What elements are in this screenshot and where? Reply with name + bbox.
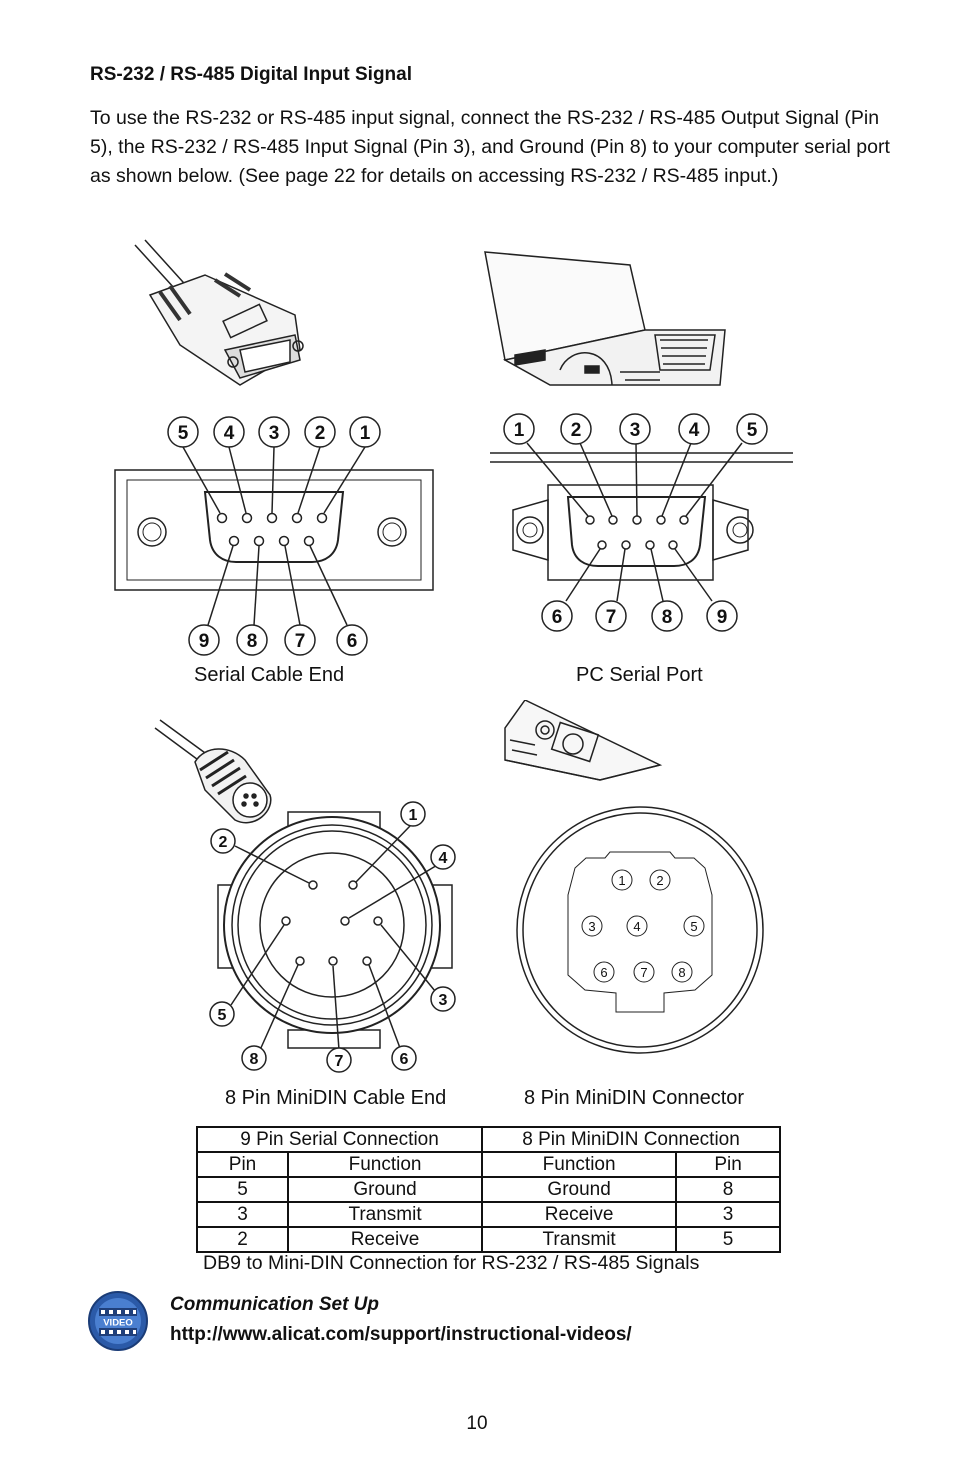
table-cell: Ground <box>481 1176 678 1203</box>
table-caption: DB9 to Mini-DIN Connection for RS-232 / … <box>203 1252 700 1274</box>
cable-pin-7: 7 <box>295 631 306 652</box>
table-row: 3 Transmit Receive 3 <box>196 1201 781 1228</box>
pc-serial-port-caption: PC Serial Port <box>576 664 703 686</box>
column-header: Pin <box>196 1151 289 1178</box>
minidin-cable-pin-7: 7 <box>335 1053 344 1070</box>
cable-pin-9: 9 <box>199 631 210 652</box>
video-icon[interactable]: VIDEO <box>88 1290 148 1352</box>
cable-pin-2: 2 <box>315 423 326 444</box>
minidin-cable-illustration <box>154 719 272 824</box>
table-cell: 3 <box>196 1201 289 1228</box>
minidin-connector-pin-6: 6 <box>600 965 607 980</box>
port-pin-2: 2 <box>571 420 582 441</box>
video-title: Communication Set Up <box>170 1294 380 1315</box>
minidin-cable-pin-3: 3 <box>439 992 448 1009</box>
cable-pin-1: 1 <box>360 423 371 444</box>
cable-pin-8: 8 <box>247 631 258 652</box>
minidin-connector: 1 2 3 4 5 6 7 8 <box>516 806 764 1054</box>
video-icon-label: VIDEO <box>103 1318 133 1329</box>
minidin-cable-pin-5: 5 <box>218 1007 227 1024</box>
db9-diagrams: 5 4 3 2 1 9 8 7 6 1 <box>114 239 793 656</box>
laptop-illustration <box>484 251 726 386</box>
table-group-header-row: 9 Pin Serial Connection 8 Pin MiniDIN Co… <box>195 1126 781 1153</box>
pc-serial-port-connector: 1 2 3 4 5 6 7 8 9 <box>490 413 793 632</box>
cable-pin-6: 6 <box>347 631 358 652</box>
port-pin-7: 7 <box>606 607 617 628</box>
port-pin-9: 9 <box>717 607 728 628</box>
cable-pin-4: 4 <box>224 423 235 444</box>
minidin-cable-pin-4: 4 <box>439 850 448 867</box>
port-pin-1: 1 <box>514 420 525 441</box>
minidin-diagrams: 1 2 4 5 3 8 7 6 1 2 3 4 5 6 7 8 <box>154 700 764 1073</box>
minidin-cable-pin-6: 6 <box>400 1051 409 1068</box>
port-pin-5: 5 <box>747 420 758 441</box>
table-cell: 3 <box>675 1201 781 1228</box>
minidin-connector-pin-5: 5 <box>690 919 697 934</box>
table-column-header-row: Pin Function Function Pin <box>196 1151 781 1178</box>
cable-pin-5: 5 <box>178 423 189 444</box>
serial-cable-end-caption: Serial Cable End <box>194 664 345 686</box>
column-header: Function <box>286 1151 484 1178</box>
minidin-cable-pin-8: 8 <box>250 1051 259 1068</box>
table-cell: 2 <box>196 1226 289 1253</box>
group-header-serial: 9 Pin Serial Connection <box>195 1126 484 1153</box>
minidin-cable-pin-2: 2 <box>219 834 228 851</box>
serial-cable-end-connector: 5 4 3 2 1 9 8 7 6 <box>114 416 434 656</box>
table-cell: Receive <box>286 1226 484 1253</box>
cable-pin-3: 3 <box>269 423 280 444</box>
port-pin-4: 4 <box>689 420 700 441</box>
minidin-cable-end-caption: 8 Pin MiniDIN Cable End <box>225 1087 447 1109</box>
minidin-connector-pin-3: 3 <box>588 919 595 934</box>
column-header: Function <box>481 1151 678 1178</box>
minidin-connector-caption: 8 Pin MiniDIN Connector <box>524 1087 745 1109</box>
minidin-cable-end: 1 2 4 5 3 8 7 6 <box>209 801 456 1073</box>
table-cell: 5 <box>196 1176 289 1203</box>
section-heading: RS-232 / RS-485 Digital Input Signal <box>90 64 413 85</box>
video-link[interactable]: http://www.alicat.com/support/instructio… <box>170 1324 632 1345</box>
page-number: 10 <box>466 1413 488 1434</box>
minidin-connector-pin-7: 7 <box>640 965 647 980</box>
table-cell: 5 <box>675 1226 781 1253</box>
minidin-cable-pin-1: 1 <box>409 807 418 824</box>
pin-mapping-table: 9 Pin Serial Connection 8 Pin MiniDIN Co… <box>195 1126 781 1253</box>
group-header-minidin: 8 Pin MiniDIN Connection <box>481 1126 781 1153</box>
intro-paragraph: To use the RS-232 or RS-485 input signal… <box>90 107 890 187</box>
port-pin-6: 6 <box>552 607 563 628</box>
table-cell: Receive <box>481 1201 678 1228</box>
serial-cable-illustration <box>134 239 304 386</box>
table-row: 5 Ground Ground 8 <box>196 1176 781 1203</box>
minidin-connector-pin-2: 2 <box>656 873 663 888</box>
table-cell: Transmit <box>286 1201 484 1228</box>
table-row: 2 Receive Transmit 5 <box>196 1226 781 1253</box>
table-cell: Ground <box>286 1176 484 1203</box>
minidin-connector-pin-8: 8 <box>678 965 685 980</box>
column-header: Pin <box>675 1151 781 1178</box>
table-cell: 8 <box>675 1176 781 1203</box>
minidin-device-illustration <box>504 700 663 781</box>
table-cell: Transmit <box>481 1226 678 1253</box>
port-pin-3: 3 <box>630 420 641 441</box>
minidin-connector-pin-4: 4 <box>633 919 640 934</box>
minidin-connector-pin-1: 1 <box>618 873 625 888</box>
port-pin-8: 8 <box>662 607 673 628</box>
